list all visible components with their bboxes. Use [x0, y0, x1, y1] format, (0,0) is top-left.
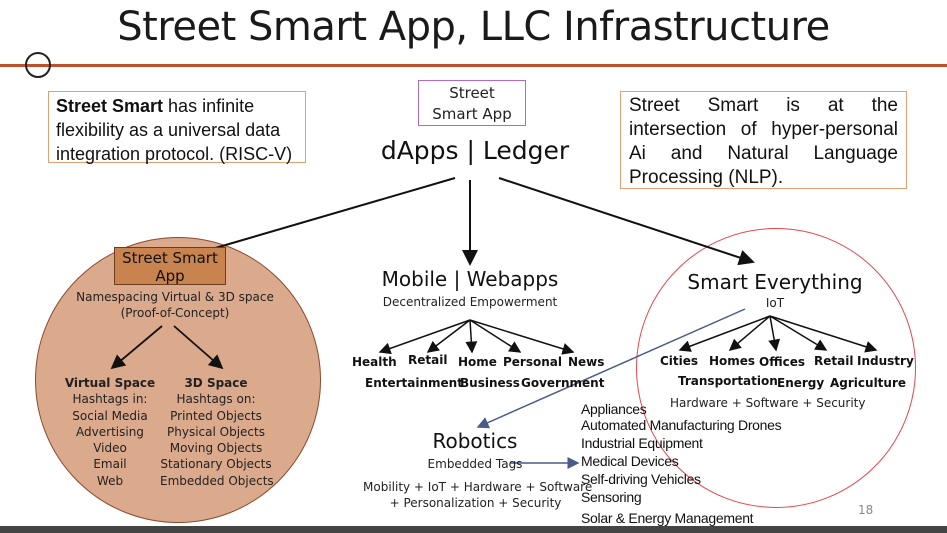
middle-item: Government — [521, 376, 605, 390]
left-note-box: Street Smart has infinite flexibility as… — [48, 91, 306, 164]
right-item: Industry — [857, 354, 914, 368]
bottom-bar — [0, 526, 947, 533]
robotics-list-item: Solar & Energy Management — [581, 510, 754, 526]
right-item: Cities — [660, 354, 699, 368]
right-circle — [636, 228, 916, 508]
middle-item: Personal — [503, 355, 562, 369]
virtual-space-column: Virtual Space Hashtags in: Social Media … — [64, 375, 156, 489]
right-note-box: Street Smart is at the intersection of h… — [620, 91, 907, 189]
left-note-text: has infinite flexibility as a universal … — [56, 96, 293, 164]
arrow-to-left — [204, 177, 456, 252]
page-number: 18 — [858, 503, 874, 517]
hardware-software-security: Hardware + Software + Security — [670, 396, 866, 410]
virtual-item: Web — [96, 473, 124, 488]
3d-item: Printed Objects — [170, 408, 262, 423]
virtual-item: Social Media — [72, 408, 148, 423]
mobile-webapps-title: Mobile | Webapps — [381, 267, 559, 291]
robotics-line2: + Personalization + Security — [389, 496, 562, 510]
street-smart-app-box: Street Smart App — [418, 80, 526, 126]
robotics-list-item: Appliances — [581, 401, 647, 417]
right-item: Energy — [777, 376, 825, 390]
title-underline — [0, 64, 947, 67]
middle-item: Home — [458, 355, 497, 369]
dapps-ledger-label: dApps | Ledger — [380, 136, 570, 165]
virtual-space-title: Virtual Space — [64, 376, 156, 390]
3d-item: Physical Objects — [167, 424, 265, 439]
virtual-item: Hashtags in: — [72, 392, 148, 407]
robotics-list-item: Medical Devices — [581, 453, 679, 469]
slide-title: Street Smart App, LLC Infrastructure — [117, 4, 830, 50]
3d-item: Stationary Objects — [160, 457, 272, 472]
virtual-item: Video — [93, 441, 127, 456]
robotics-title: Robotics — [432, 429, 518, 453]
iot-label: IoT — [765, 296, 785, 310]
app-box-line1: Street — [449, 84, 495, 102]
middle-item: Entertainment — [365, 376, 463, 390]
right-item: Offices — [759, 355, 805, 369]
robotics-list-item: Automated Manufacturing Drones — [581, 417, 782, 433]
3d-item: Hashtags on: — [176, 392, 256, 407]
left-note-bold: Street Smart — [56, 96, 164, 116]
middle-item: Business — [460, 376, 520, 390]
right-item: Transportation — [678, 374, 778, 388]
right-item: Homes — [709, 354, 756, 368]
arrow-to-right — [498, 177, 755, 266]
right-item: Retail — [814, 354, 854, 368]
app-box-line2: Smart App — [432, 105, 512, 123]
robotics-list-item: Self-driving Vehicles — [581, 471, 701, 487]
namespacing-label: Namespacing Virtual & 3D space — [76, 290, 274, 304]
middle-item: Health — [352, 355, 397, 369]
robotics-list-item: Industrial Equipment — [581, 435, 703, 451]
virtual-item: Email — [93, 457, 127, 472]
3d-item: Embedded Objects — [160, 473, 274, 488]
street-smart-app-tag: Street Smart App — [114, 247, 226, 285]
circle-ornament-icon — [25, 52, 51, 78]
proof-of-concept-label: (Proof-of-Concept) — [120, 306, 230, 320]
virtual-item: Advertising — [76, 424, 144, 439]
3d-space-title: 3D Space — [184, 376, 248, 390]
right-item: Agriculture — [830, 376, 907, 390]
3d-item: Moving Objects — [169, 441, 263, 456]
decentralized-label: Decentralized Empowerment — [382, 295, 558, 309]
3d-space-column: 3D Space Hashtags on: Printed Objects Ph… — [160, 375, 274, 489]
smart-everything-title: Smart Everything — [687, 270, 863, 294]
robotics-line1: Mobility + IoT + Hardware + Software — [363, 480, 593, 494]
tag-line1: Street Smart — [122, 249, 218, 267]
robotics-list-item: Sensoring — [581, 489, 642, 505]
middle-item: Retail — [408, 353, 448, 367]
middle-item: News — [568, 355, 605, 369]
embedded-tags-label: Embedded Tags — [427, 457, 523, 471]
tag-line2: App — [155, 267, 185, 285]
